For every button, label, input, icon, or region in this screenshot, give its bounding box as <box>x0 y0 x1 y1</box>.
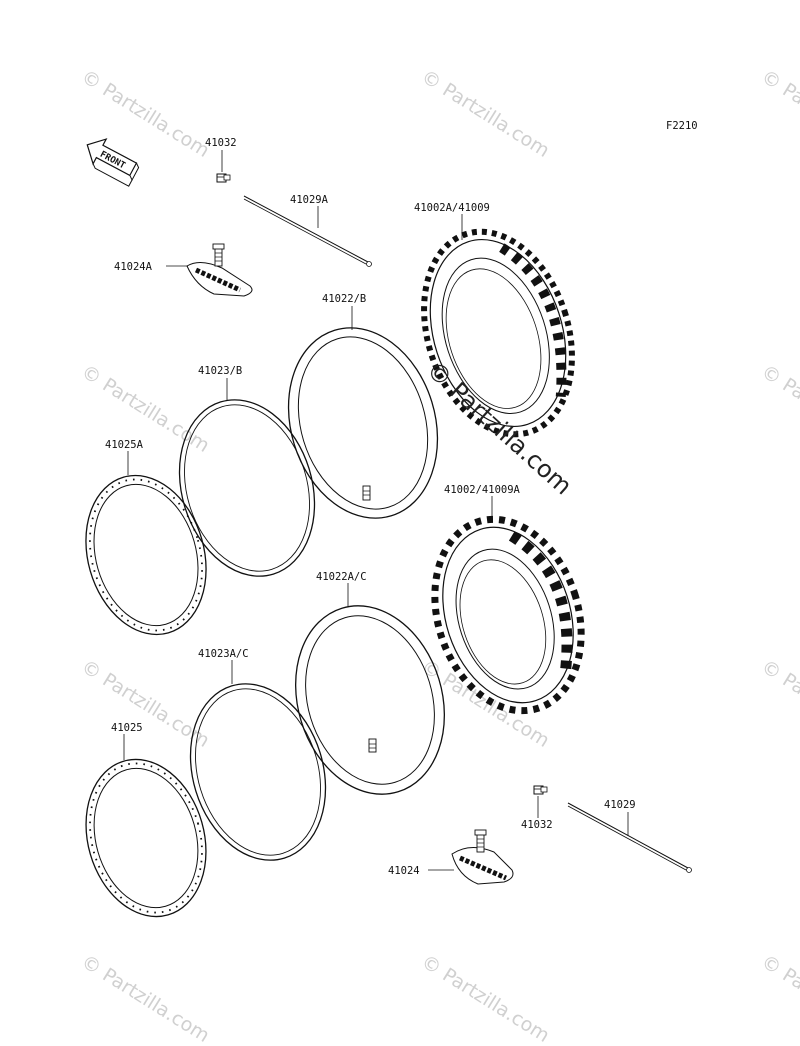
watermark: © Partzilla.com <box>757 656 800 752</box>
part-label-41022A-C: 41022A/C <box>316 571 367 583</box>
valve-cap-icon <box>216 173 231 183</box>
watermark: © Partzilla.com <box>77 951 213 1046</box>
part-label-41024: 41024 <box>388 865 420 877</box>
wheel-rim-front-icon <box>85 758 207 918</box>
part-label-41023A-C: 41023A/C <box>198 648 249 660</box>
rim-lock-icon <box>451 829 514 885</box>
spoke-icon <box>243 195 372 267</box>
tube-rear-icon <box>287 327 439 519</box>
tube-front-icon <box>294 605 446 795</box>
rim-band-rear-icon <box>178 399 316 577</box>
watermark: © Partzilla.com <box>757 361 800 457</box>
spoke-icon <box>567 802 692 873</box>
part-label-41023-B: 41023/B <box>198 365 242 377</box>
rim-lock-icon <box>186 243 253 297</box>
part-label-41025: 41025 <box>111 722 143 734</box>
part-label-41002A-41009: 41002A/41009 <box>414 202 490 214</box>
watermark: © Partzilla.com <box>757 66 800 162</box>
watermark: © Partzilla.com <box>417 66 553 162</box>
watermark: © Partzilla.com <box>77 656 213 752</box>
part-label-41032-top: 41032 <box>205 137 237 149</box>
watermark: © Partzilla.com <box>77 361 213 457</box>
watermark: © Partzilla.com <box>757 951 800 1046</box>
valve-cap-icon <box>533 785 548 795</box>
part-label-41002-41009A: 41002/41009A <box>444 484 521 496</box>
watermark: © Partzilla.com <box>417 951 553 1046</box>
figure-code: F2210 <box>666 120 698 132</box>
part-label-41032-bottom: 41032 <box>521 819 553 831</box>
part-label-41024A: 41024A <box>114 261 153 273</box>
tire-rear-icon <box>421 228 575 438</box>
rim-band-front-icon <box>189 683 327 861</box>
part-label-41029: 41029 <box>604 799 636 811</box>
wheel-rim-rear-icon <box>85 474 207 636</box>
part-label-41022-B: 41022/B <box>322 293 366 305</box>
part-label-41025A: 41025A <box>105 439 144 451</box>
part-label-41029A: 41029A <box>290 194 329 206</box>
front-arrow-icon: FRONT <box>86 138 140 187</box>
tire-front-icon <box>431 515 585 715</box>
